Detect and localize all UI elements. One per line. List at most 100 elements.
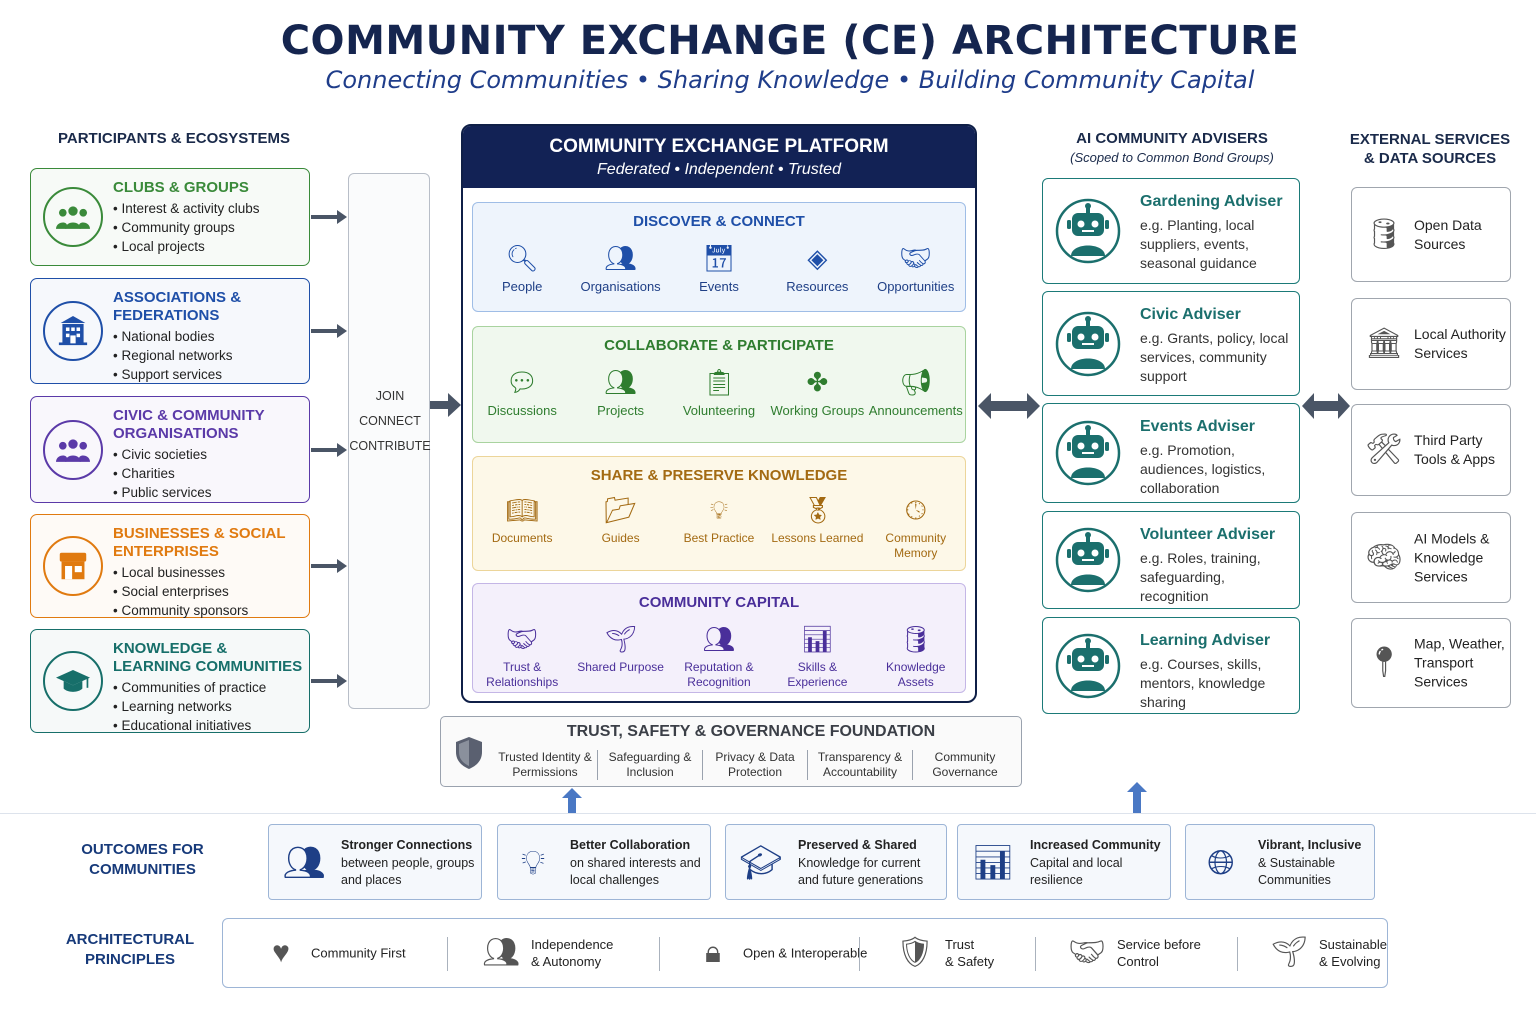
platform-tagline: Federated • Independent • Trusted — [597, 161, 841, 178]
sprout-icon: 🌱︎ — [1269, 936, 1309, 969]
people-group-icon — [43, 187, 103, 247]
participant-list-item: Educational initiatives — [113, 716, 266, 735]
platform-title: COMMUNITY EXCHANGE PLATFORM — [549, 136, 889, 157]
participant-card: CLUBS & GROUPSInterest & activity clubsC… — [30, 168, 310, 266]
outcome-description: between people, groups and places — [341, 855, 475, 888]
bidirectional-arrow-icon — [978, 393, 1040, 419]
trust-item: Transparency & Accountability — [807, 750, 912, 780]
section-title: COLLABORATE & PARTICIPATE — [604, 337, 834, 354]
section-item[interactable]: 👥︎ Projects — [573, 365, 669, 418]
section-item[interactable]: 🔍︎People — [474, 241, 570, 294]
lock-icon: 🔒︎ — [705, 936, 721, 969]
adviser-title: Civic Adviser — [1140, 306, 1241, 323]
trust-item: Safeguarding & Inclusion — [597, 750, 702, 780]
section-item-label: Volunteering — [682, 403, 756, 418]
government-building-icon: 🏛︎ — [1364, 327, 1404, 360]
section-item[interactable]: ◈ Resources — [769, 241, 865, 294]
section-item[interactable]: 💬︎Discussions — [474, 365, 570, 418]
section-title: SHARE & PRESERVE KNOWLEDGE — [590, 467, 848, 484]
participant-list-item: Public services — [113, 483, 211, 502]
section-item-label: Community Memory — [885, 531, 947, 560]
megaphone-icon: 📢︎ — [899, 367, 933, 397]
book-icon: 📖︎ — [505, 495, 539, 525]
participant-list-item: Regional networks — [113, 346, 232, 365]
section-divider — [0, 813, 1536, 814]
external-service-card[interactable]: 🏛︎ Local Authority Services — [1351, 298, 1511, 390]
section-item[interactable]: 📊︎Skills & Experience — [769, 622, 865, 690]
participant-list-item: Charities — [113, 464, 212, 483]
adviser-card[interactable]: Gardening Adviser e.g. Planting, local su… — [1042, 178, 1300, 284]
participant-list-item: Community groups — [113, 218, 260, 237]
section-item-label: Working Groups — [770, 403, 865, 418]
adviser-title: Gardening Adviser — [1140, 193, 1283, 210]
participant-card: CIVIC & COMMUNITY ORGANISATIONSCivic soc… — [30, 396, 310, 503]
database-icon: 🛢︎ — [899, 624, 933, 654]
principles-bar: ♥Community First👥︎Independence& Autonomy… — [222, 918, 1388, 988]
section-item[interactable]: 🌱︎Shared Purpose — [573, 622, 669, 690]
section-item[interactable]: 🛢︎Knowledge Assets — [868, 622, 964, 690]
external-service-card[interactable]: 🛢︎Open Data Sources — [1351, 187, 1511, 282]
robot-icon — [1055, 633, 1121, 699]
advisers-heading: AI COMMUNITY ADVISERS (Scoped to Common … — [1042, 130, 1302, 165]
section-item[interactable]: 🕓︎ Community Memory — [868, 493, 964, 561]
outcome-card: 📊︎Increased Community Capital and local … — [957, 824, 1171, 900]
section-item[interactable]: 🏅︎Lessons Learned — [769, 493, 865, 561]
section-item[interactable]: 📅︎Events — [671, 241, 767, 294]
section-item[interactable]: 👥︎Organisations — [573, 241, 669, 294]
external-service-card[interactable]: 📍︎Map, Weather, Transport Services — [1351, 618, 1511, 708]
participant-title: CLUBS & GROUPS — [113, 179, 249, 196]
section-item[interactable]: 📖︎Documents — [474, 493, 570, 561]
adviser-description: e.g. Roles, training, safeguarding, reco… — [1140, 550, 1261, 604]
section-item-label: Skills & Experience — [787, 660, 848, 689]
section-item-label: Projects — [597, 403, 645, 418]
external-service-label: Third Party Tools & Apps — [1414, 432, 1495, 467]
graduation-cap-icon — [43, 651, 103, 711]
external-service-card[interactable]: 🧠︎AI Models & Knowledge Services — [1351, 512, 1511, 603]
participant-card: ASSOCIATIONS & FEDERATIONSNational bodie… — [30, 278, 310, 384]
section-item[interactable]: 📢︎Announcements — [868, 365, 964, 418]
participant-title: KNOWLEDGE & LEARNING COMMUNITIES — [113, 640, 303, 675]
platform-section: DISCOVER & CONNECT🔍︎People👥︎Organisation… — [472, 202, 966, 312]
section-item[interactable]: 👥︎Reputation & Recognition — [671, 622, 767, 690]
section-item[interactable]: 🤝︎Opportunities — [868, 241, 964, 294]
section-item-label: Discussions — [487, 403, 557, 418]
participant-list-item: Communities of practice — [113, 678, 266, 697]
section-item[interactable]: 💡︎Best Practice — [671, 493, 767, 561]
platform-header: COMMUNITY EXCHANGE PLATFORM Federated • … — [463, 126, 975, 188]
layers-icon: ◈ — [807, 243, 828, 273]
section-item[interactable]: 📋︎Volunteering — [671, 365, 767, 418]
arrow-up-icon — [1127, 782, 1147, 813]
people-icon: 👥︎ — [604, 367, 638, 397]
lightbulb-icon: 💡︎ — [521, 844, 545, 882]
tools-icon: 🛠︎ — [1364, 433, 1404, 466]
external-service-label: Local Authority Services — [1414, 326, 1506, 361]
people-icon: 👥︎ — [702, 624, 736, 654]
section-item[interactable]: 📂︎Guides — [573, 493, 669, 561]
outcome-description: & Sustainable Communities — [1258, 855, 1336, 888]
arrow-right-icon — [311, 559, 347, 573]
adviser-card[interactable]: Volunteer Adviser e.g. Roles, training, s… — [1042, 511, 1300, 609]
puzzle-icon: ✤ — [806, 367, 829, 397]
platform-section: COMMUNITY CAPITAL🤝︎Trust & Relationships… — [472, 583, 966, 693]
section-item[interactable]: 🤝︎Trust & Relationships — [474, 622, 570, 690]
page-title: COMMUNITY EXCHANGE (CE) ARCHITECTURE — [280, 18, 1300, 64]
award-icon: 🏅︎ — [800, 495, 834, 525]
robot-icon — [1055, 420, 1121, 486]
outcome-text: Increased Community Capital and local re… — [1030, 837, 1166, 890]
participant-list-item: Local businesses — [113, 563, 248, 582]
adviser-title: Learning Adviser — [1140, 632, 1271, 649]
robot-icon — [1055, 527, 1121, 593]
trust-safety-governance-foundation: TRUST, SAFETY & GOVERNANCE FOUNDATION Tr… — [440, 716, 1022, 787]
principle-label: Community First — [311, 945, 406, 961]
adviser-description: e.g. Planting, local suppliers, events, … — [1140, 217, 1257, 271]
adviser-title: Volunteer Adviser — [1140, 526, 1276, 543]
section-item-label: Opportunities — [877, 279, 955, 294]
external-service-card[interactable]: 🛠︎ Third Party Tools & Apps — [1351, 404, 1511, 496]
section-item[interactable]: ✤ Working Groups — [769, 365, 865, 418]
section-item-label: Resources — [786, 279, 849, 294]
principle-label: Sustainable& Evolving — [1319, 937, 1387, 969]
clock-icon: 🕓︎ — [905, 495, 927, 525]
